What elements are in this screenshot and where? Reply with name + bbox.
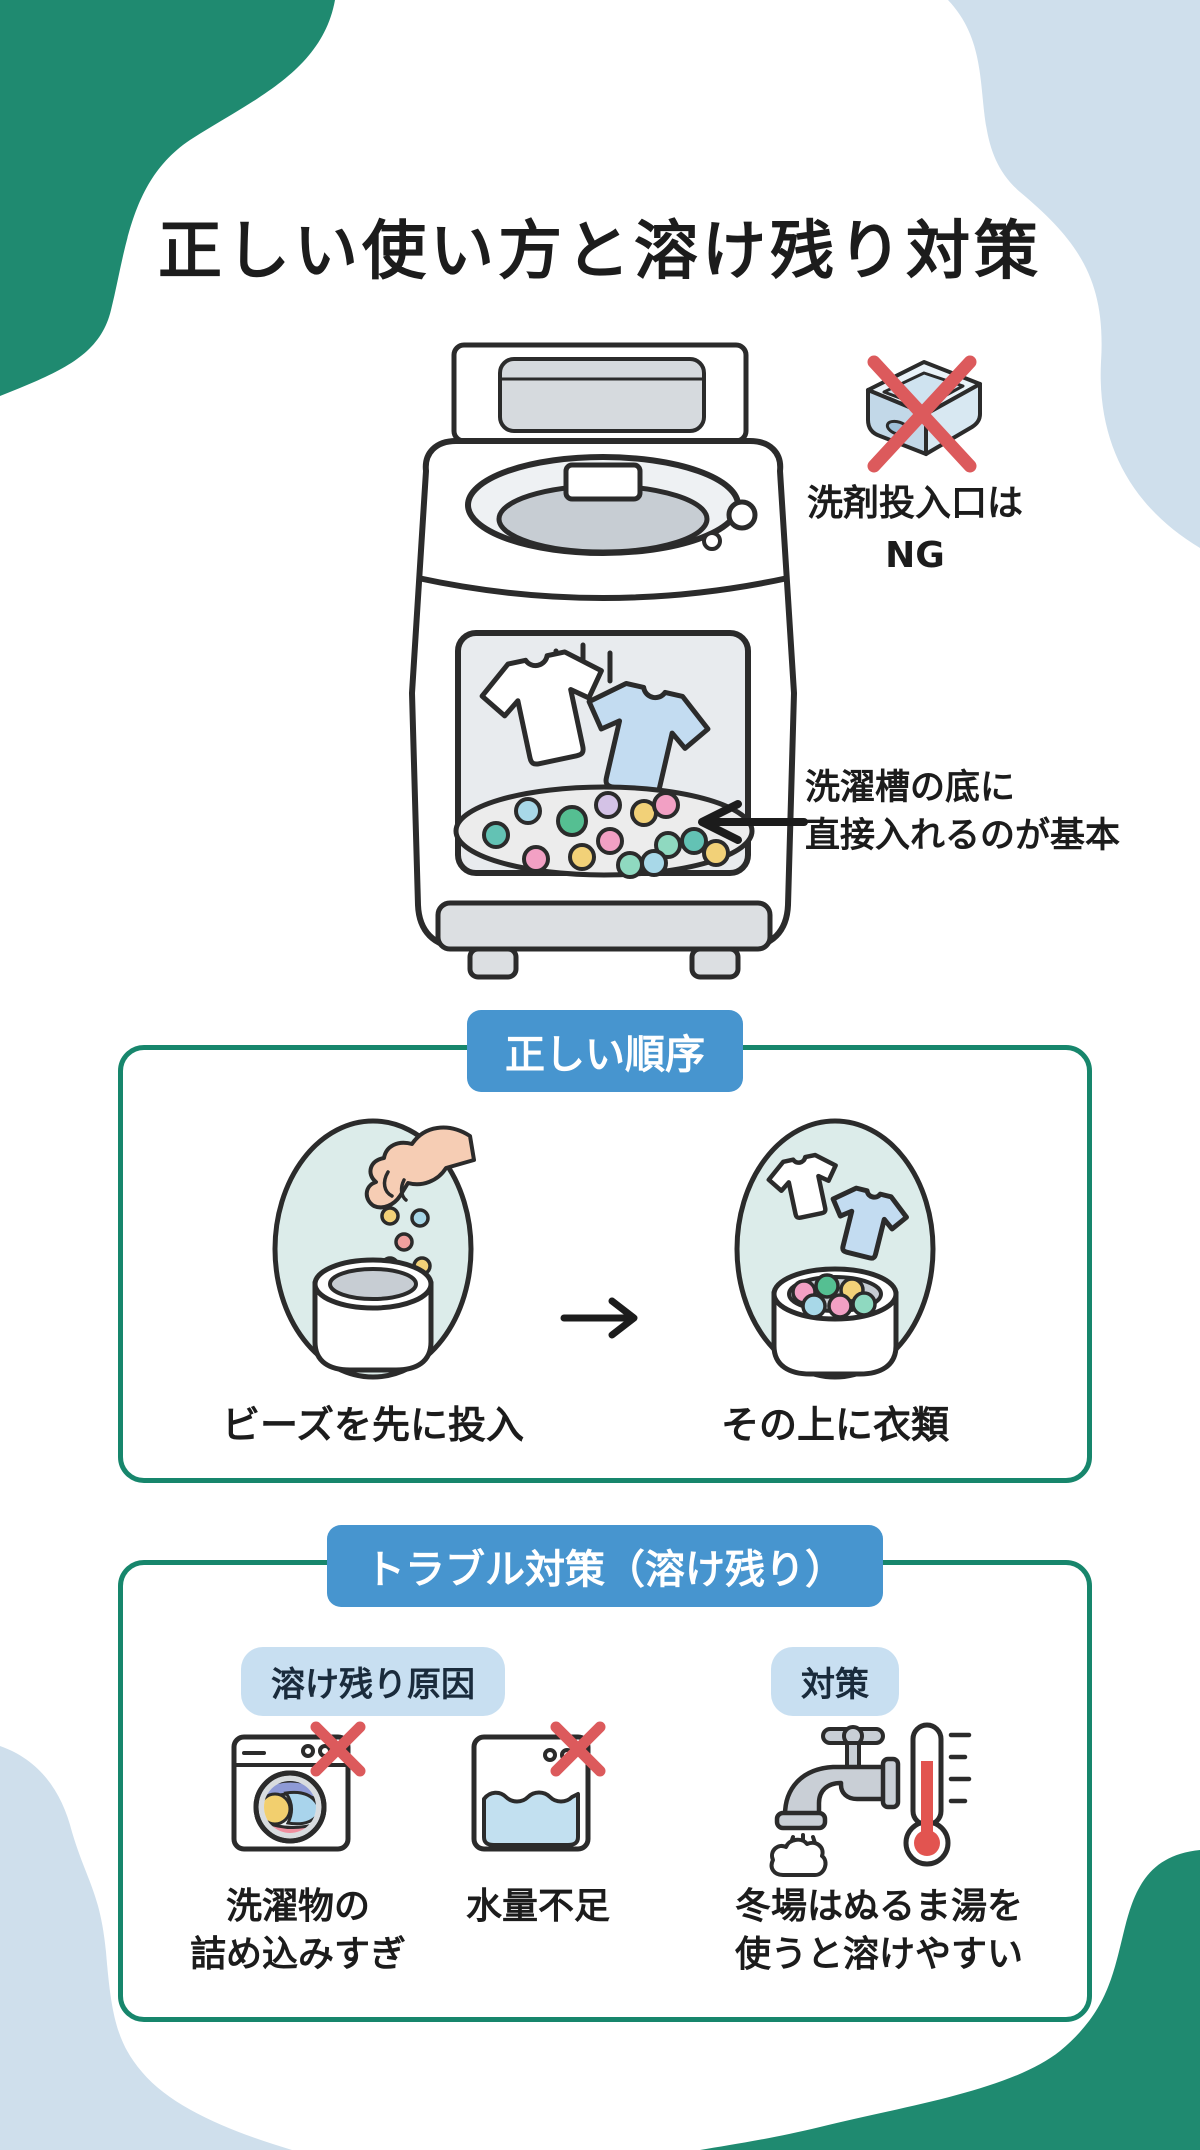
pointer-caption: 洗濯槽の底に 直接入れるのが基本	[805, 764, 1155, 860]
ng-cross-icon	[310, 1721, 366, 1777]
cause2-label: 水量不足	[465, 1886, 610, 1927]
solution-badge: 対策	[771, 1647, 899, 1716]
top-load-washing-machine-icon	[408, 342, 798, 980]
trouble-badge: トラブル対策（溶け残り）	[327, 1525, 883, 1607]
detergent-drawer-crossed-icon	[866, 355, 982, 473]
correct-order-section: 正しい順序 ビーズを先に投入	[118, 1010, 1092, 1483]
warm-water-faucet-thermometer-icon	[769, 1722, 972, 1877]
correct-order-badge: 正しい順序	[467, 1010, 743, 1092]
ng-caption-line2: NG	[885, 535, 945, 576]
right-arrow-icon	[560, 1297, 638, 1339]
step-clothes-on-top-label: その上に衣類	[720, 1403, 949, 1447]
ng-caption: 洗剤投入口は NG	[795, 478, 1035, 582]
left-arrow-icon	[698, 800, 808, 844]
cause-badge: 溶け残り原因	[241, 1647, 505, 1716]
hand-dropping-beads-icon	[272, 1118, 476, 1380]
page-title: 正しい使い方と溶け残り対策	[158, 215, 1042, 289]
pointer-caption-line2: 直接入れるのが基本	[805, 816, 1121, 856]
step-beads-first: ビーズを先に投入	[213, 1116, 533, 1449]
step-clothes-on-top: その上に衣類	[675, 1116, 995, 1449]
ng-cross-icon	[550, 1721, 606, 1777]
cause1-label: 洗濯物の 詰め込みすぎ	[189, 1886, 406, 1975]
trouble-section: トラブル対策（溶け残り） 溶け残り原因 対策	[118, 1525, 1092, 2022]
ng-cross-icon	[867, 355, 977, 473]
solution-label: 冬場はぬるま湯を 使うと溶けやすい	[734, 1886, 1023, 1975]
overstuffed-washer-crossed-icon	[231, 1721, 366, 1852]
step-beads-first-label: ビーズを先に投入	[221, 1403, 525, 1447]
ng-caption-line1: 洗剤投入口は	[806, 483, 1023, 524]
pointer-caption-line1: 洗濯槽の底に	[805, 768, 1016, 808]
low-water-level-crossed-icon	[471, 1721, 606, 1852]
clothes-over-beads-icon	[734, 1118, 936, 1380]
